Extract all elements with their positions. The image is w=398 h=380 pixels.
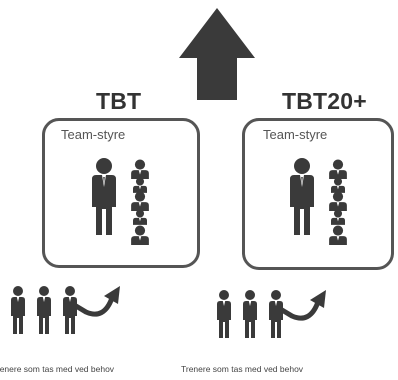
board-leader-icon (290, 158, 314, 235)
board-member-icon (329, 191, 347, 211)
up-arrow-icon (179, 8, 255, 100)
team-board-panel-tbt20: Team-styre (242, 118, 394, 270)
board-member-icon (131, 159, 149, 179)
trainers-group-icon (11, 286, 120, 334)
board-member-icon (329, 159, 347, 179)
column-heading-tbt: TBT (96, 88, 142, 114)
board-member-icon (331, 177, 345, 193)
board-member-icon (133, 209, 147, 225)
board-leader-icon (92, 158, 116, 235)
board-member-icon (131, 191, 149, 211)
board-member-icon (329, 225, 347, 245)
board-member-icon (331, 209, 345, 225)
panel-label: Team-styre (263, 127, 328, 142)
column-heading-tbt20: TBT20+ (282, 88, 367, 114)
trainers-caption: Trenere som tas med ved behov (181, 364, 304, 374)
board-member-icon (133, 177, 147, 193)
team-board-panel-tbt: Team-styre (42, 118, 200, 268)
trainers-caption: Trenere som tas med ved behov (0, 364, 115, 374)
trainers-group-icon (217, 290, 326, 338)
panel-label: Team-styre (61, 127, 126, 142)
board-member-icon (131, 225, 149, 245)
